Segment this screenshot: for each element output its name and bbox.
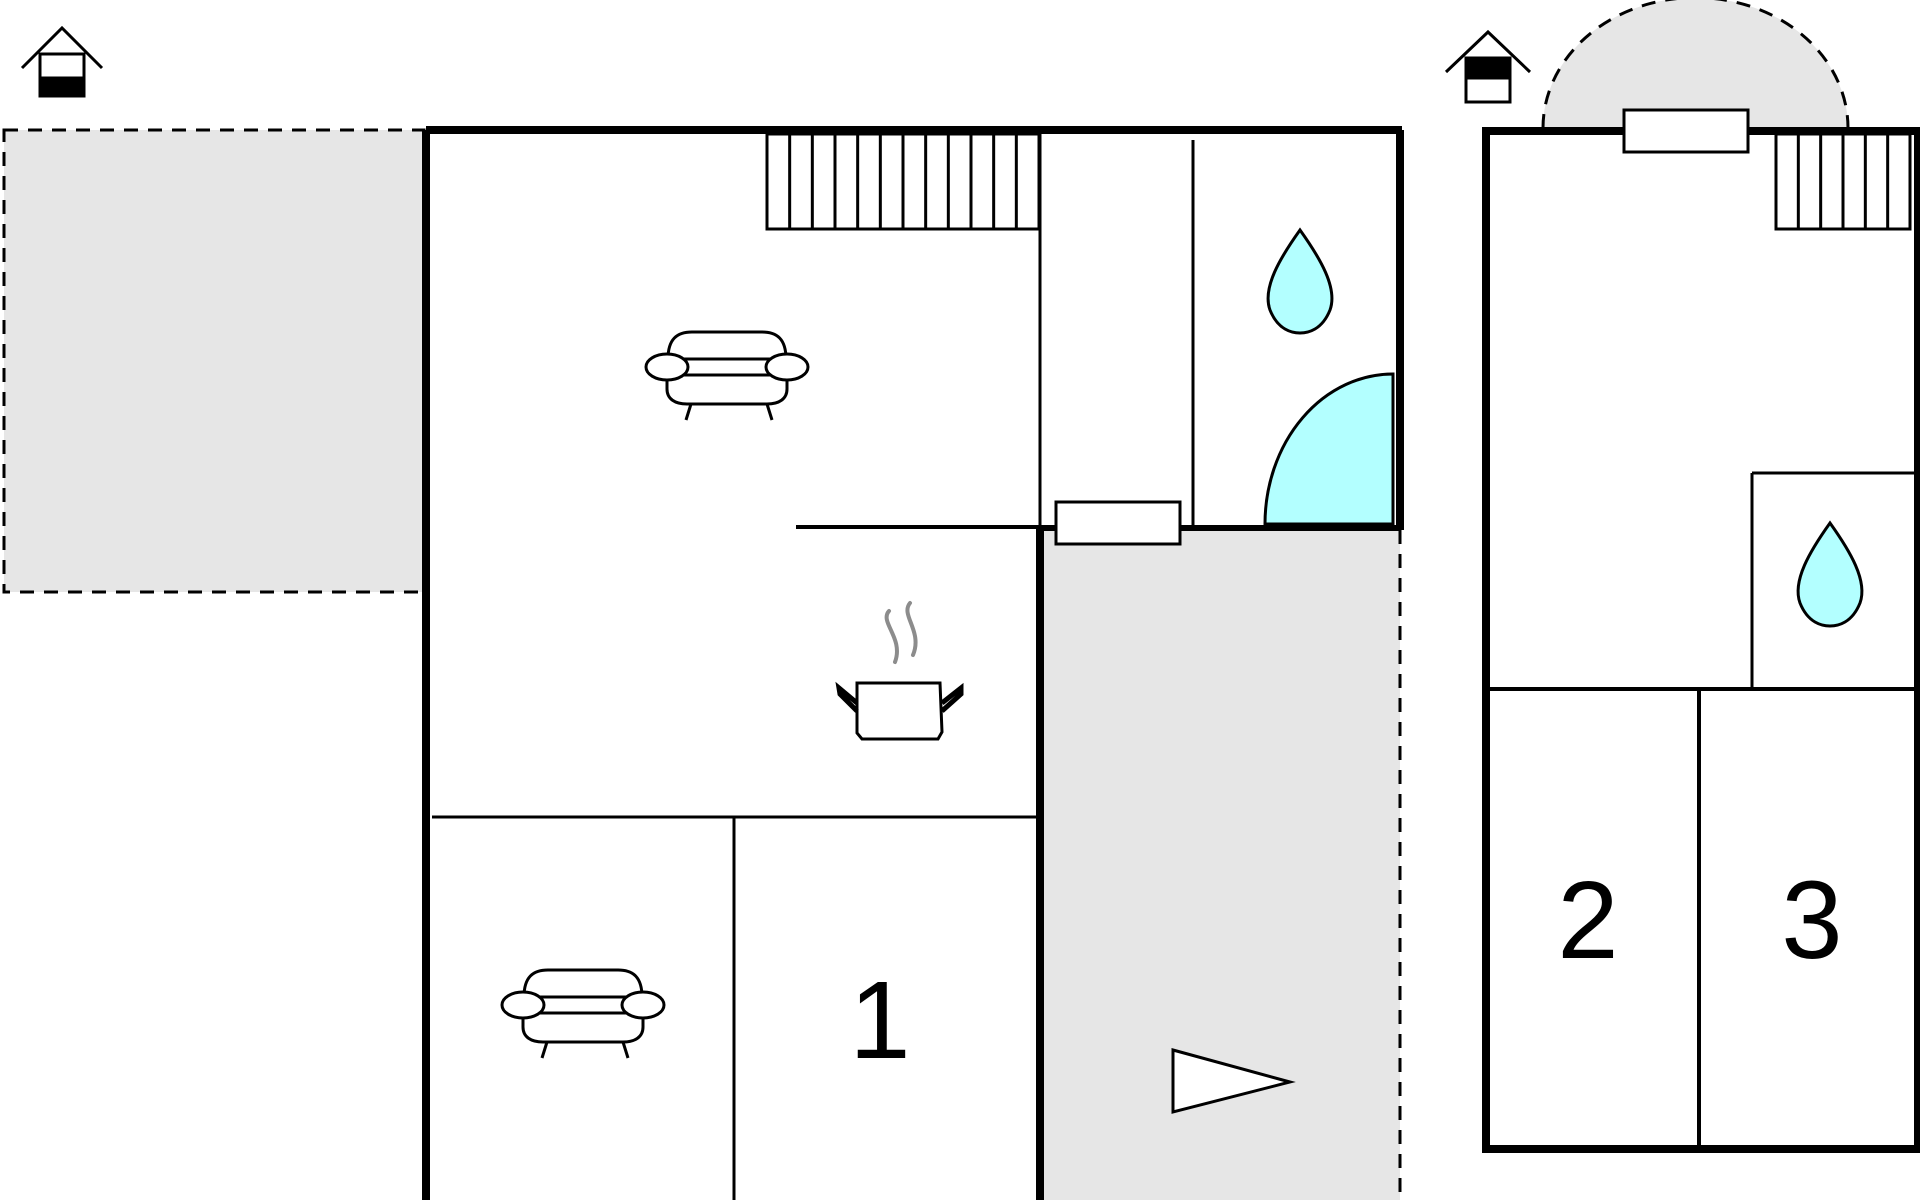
shower-area	[1263, 372, 1395, 526]
water-drop-icon	[1796, 520, 1864, 628]
ground-floor-walls	[422, 126, 1404, 1200]
water-drop-icon	[1266, 227, 1334, 335]
balcony-area	[1543, 0, 1848, 128]
room-number-2: 2	[1557, 859, 1618, 982]
terrace-area	[2, 128, 426, 594]
house-floor-icon	[20, 25, 104, 98]
room-number-3: 3	[1781, 859, 1842, 982]
stairs-icon	[1774, 132, 1912, 231]
sofa-icon	[500, 968, 666, 1059]
stairs-icon	[765, 132, 1041, 231]
entrance-arrow-icon	[1171, 1048, 1296, 1114]
window-icon	[1622, 108, 1750, 154]
upper-floor-walls	[1482, 127, 1920, 1153]
house-floor-icon	[1444, 29, 1532, 104]
room-number-1: 1	[849, 959, 910, 1082]
window-icon	[1054, 500, 1182, 546]
sofa-icon	[644, 330, 810, 421]
cooking-pot-icon	[835, 601, 964, 741]
